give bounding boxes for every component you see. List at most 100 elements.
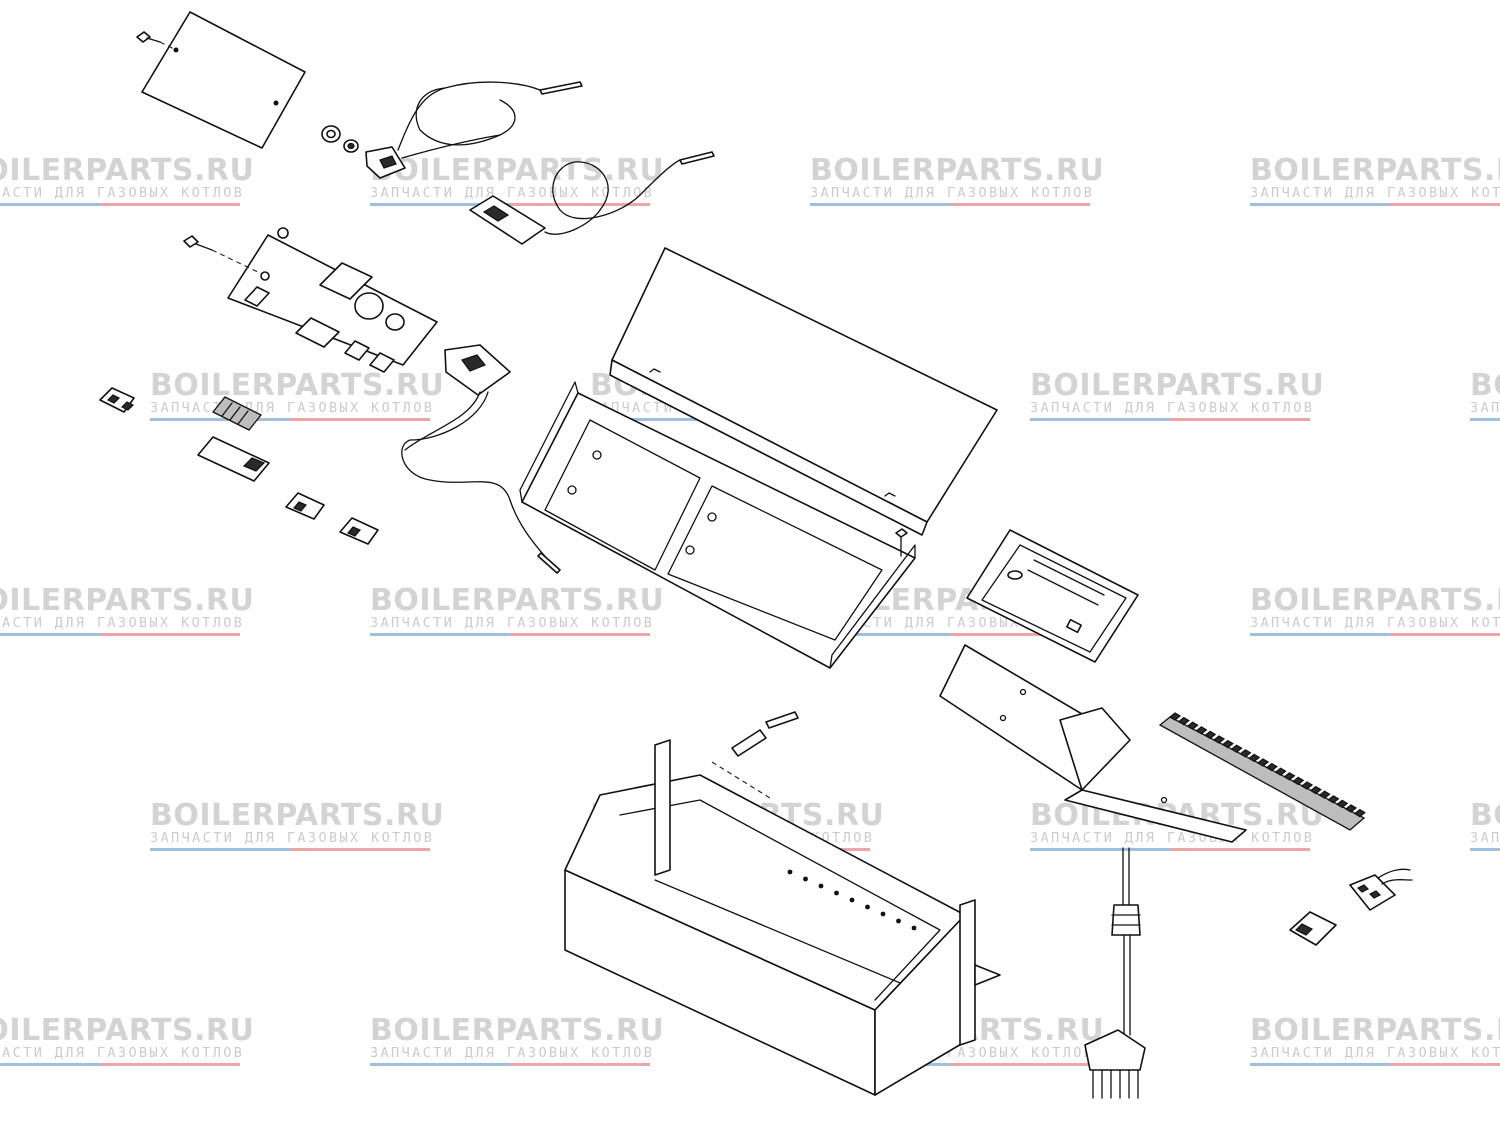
watermark-underline-red bbox=[510, 1063, 650, 1066]
watermark-brand: BOILERPARTS.RU bbox=[0, 583, 254, 618]
housing-tray bbox=[564, 739, 1001, 1096]
watermark-brand: BOILERPARTS.RU bbox=[0, 153, 254, 188]
watermark-tagline: ЗАПЧАСТИ ДЛЯ ГАЗОВЫХ КОТЛОВ bbox=[150, 400, 434, 416]
mounting-hole bbox=[911, 925, 917, 931]
thermostat-lower bbox=[401, 344, 561, 574]
watermark-brand: BOILERPARTS.RU bbox=[1470, 368, 1500, 403]
watermark-brand: BOILERPARTS.RU bbox=[1250, 1013, 1500, 1048]
watermark-underline-blue bbox=[1030, 418, 1170, 421]
watermark-brand: BOILERPARTS.RU bbox=[1250, 583, 1500, 618]
watermark-tagline: ЗАПЧАСТИ ДЛЯ ГАЗОВЫХ КОТЛОВ bbox=[1030, 830, 1314, 846]
terminal-tooth bbox=[1248, 753, 1261, 763]
watermark-underline-blue bbox=[1250, 633, 1390, 636]
watermark-underline-blue bbox=[1030, 848, 1170, 851]
watermark-underline-blue bbox=[0, 203, 100, 206]
watermark-underline-blue bbox=[370, 633, 510, 636]
terminal-tooth bbox=[1256, 758, 1270, 767]
mounting-hole bbox=[834, 890, 839, 896]
watermark-tagline: ЗАПЧАСТИ ДЛЯ ГАЗОВЫХ КОТЛОВ bbox=[810, 185, 1094, 201]
watermark-underline-red bbox=[1390, 633, 1500, 636]
panel-frame bbox=[519, 381, 916, 669]
clip-3 bbox=[339, 517, 379, 545]
watermark-tagline: ЗАПЧАСТИ ДЛЯ ГАЗОВЫХ КОТЛОВ bbox=[370, 1045, 654, 1061]
thermostat-upper bbox=[365, 81, 583, 179]
mounting-hole bbox=[803, 876, 808, 882]
watermark-tagline: ЗАПЧАСТИ ДЛЯ ГАЗОВЫХ КОТЛОВ bbox=[150, 830, 434, 846]
terminal-tooth bbox=[1318, 790, 1331, 799]
connector-plug-small bbox=[1289, 911, 1337, 946]
watermark-underline-red bbox=[290, 418, 430, 421]
mounting-hole bbox=[787, 869, 793, 875]
watermark-underline-blue bbox=[810, 203, 950, 206]
mounting-hole bbox=[865, 904, 870, 910]
terminal-tooth bbox=[1239, 749, 1252, 758]
terminal-tooth bbox=[1309, 785, 1322, 795]
sensor-probe bbox=[711, 711, 799, 799]
watermark-underline-red bbox=[100, 203, 240, 206]
watermark-underline-red bbox=[950, 203, 1090, 206]
terminal-tooth bbox=[1204, 730, 1217, 740]
watermark-underline-red bbox=[510, 203, 650, 206]
terminal-tooth bbox=[1336, 799, 1349, 809]
watermark-brand: BOILERPARTS.RU bbox=[150, 798, 444, 833]
terminal-tooth bbox=[1274, 767, 1287, 776]
terminal-tooth bbox=[1195, 726, 1208, 735]
watermark-underline-red bbox=[290, 848, 430, 851]
terminal-strip-small bbox=[211, 396, 263, 431]
watermark-brand: BOILERPARTS.RU bbox=[370, 1013, 664, 1048]
watermark-underline-blue bbox=[810, 633, 950, 636]
watermark-underline-blue bbox=[1250, 203, 1390, 206]
knob-cap bbox=[321, 125, 359, 153]
watermark-underline-blue bbox=[150, 418, 290, 421]
mounting-hole bbox=[849, 897, 855, 903]
front-cover bbox=[609, 247, 998, 536]
watermark-tagline: ЗАПЧАСТИ ДЛЯ ГАЗОВЫХ КОТЛОВ bbox=[370, 615, 654, 631]
watermark-underline-blue bbox=[370, 1063, 510, 1066]
watermark-underline-red bbox=[1390, 1063, 1500, 1066]
watermark-underline-blue bbox=[1470, 418, 1500, 421]
watermark-underline-blue bbox=[0, 1063, 100, 1066]
watermark-tagline: ЗАПЧАСТИ ДЛЯ ГАЗОВЫХ КОТЛОВ bbox=[1030, 400, 1314, 416]
watermark-tagline: ЗАПЧАСТИ ДЛЯ ГАЗОВЫХ КОТЛОВ bbox=[370, 185, 654, 201]
terminal-tooth bbox=[1327, 795, 1340, 804]
terminal-tooth bbox=[1221, 739, 1234, 749]
watermark-tagline: ЗАПЧАСТИ ДЛЯ ГАЗОВЫХ КОТЛОВ bbox=[0, 185, 244, 201]
mounting-hole bbox=[818, 883, 824, 889]
cover-screw bbox=[136, 31, 177, 51]
watermark-brand: BOILERPARTS.RU bbox=[370, 153, 664, 188]
watermark-tagline: ЗАПЧАСТИ ДЛЯ ГАЗОВЫХ КОТЛОВ bbox=[0, 615, 244, 631]
top-cover-plate bbox=[141, 11, 306, 149]
watermark-underline-blue bbox=[0, 633, 100, 636]
panel-screw bbox=[183, 235, 263, 275]
watermark-underline-red bbox=[950, 1063, 1090, 1066]
watermark-underline-red bbox=[1170, 418, 1310, 421]
terminal-tooth bbox=[1344, 804, 1358, 813]
watermark-brand: BOILERPARTS.RU bbox=[810, 153, 1104, 188]
watermark-tagline: ЗАПЧАСТИ ДЛЯ ГАЗОВЫХ КОТЛОВ bbox=[1250, 185, 1500, 201]
watermark-underline-blue bbox=[1470, 848, 1500, 851]
watermark-tagline: ЗАПЧАСТИ ДЛЯ ГАЗОВЫХ КОТЛОВ bbox=[1470, 830, 1500, 846]
fuse-holder bbox=[197, 436, 270, 482]
terminal-tooth bbox=[1283, 772, 1296, 781]
watermark-underline-red bbox=[510, 633, 650, 636]
watermark-brand: BOILERPARTS.RU bbox=[1250, 153, 1500, 188]
watermark-underline-blue bbox=[590, 418, 730, 421]
terminal-tooth bbox=[1177, 716, 1190, 726]
watermark-tagline: ЗАПЧАСТИ ДЛЯ ГАЗОВЫХ КОТЛОВ bbox=[0, 1045, 244, 1061]
terminal-tooth bbox=[1186, 721, 1199, 730]
watermark-brand: BOILERPARTS.RU bbox=[370, 583, 664, 618]
terminal-block bbox=[1158, 712, 1366, 831]
mounting-hole bbox=[880, 911, 886, 917]
watermark-brand: BOILERPARTS.RU bbox=[1030, 368, 1324, 403]
clip-2 bbox=[285, 492, 325, 520]
